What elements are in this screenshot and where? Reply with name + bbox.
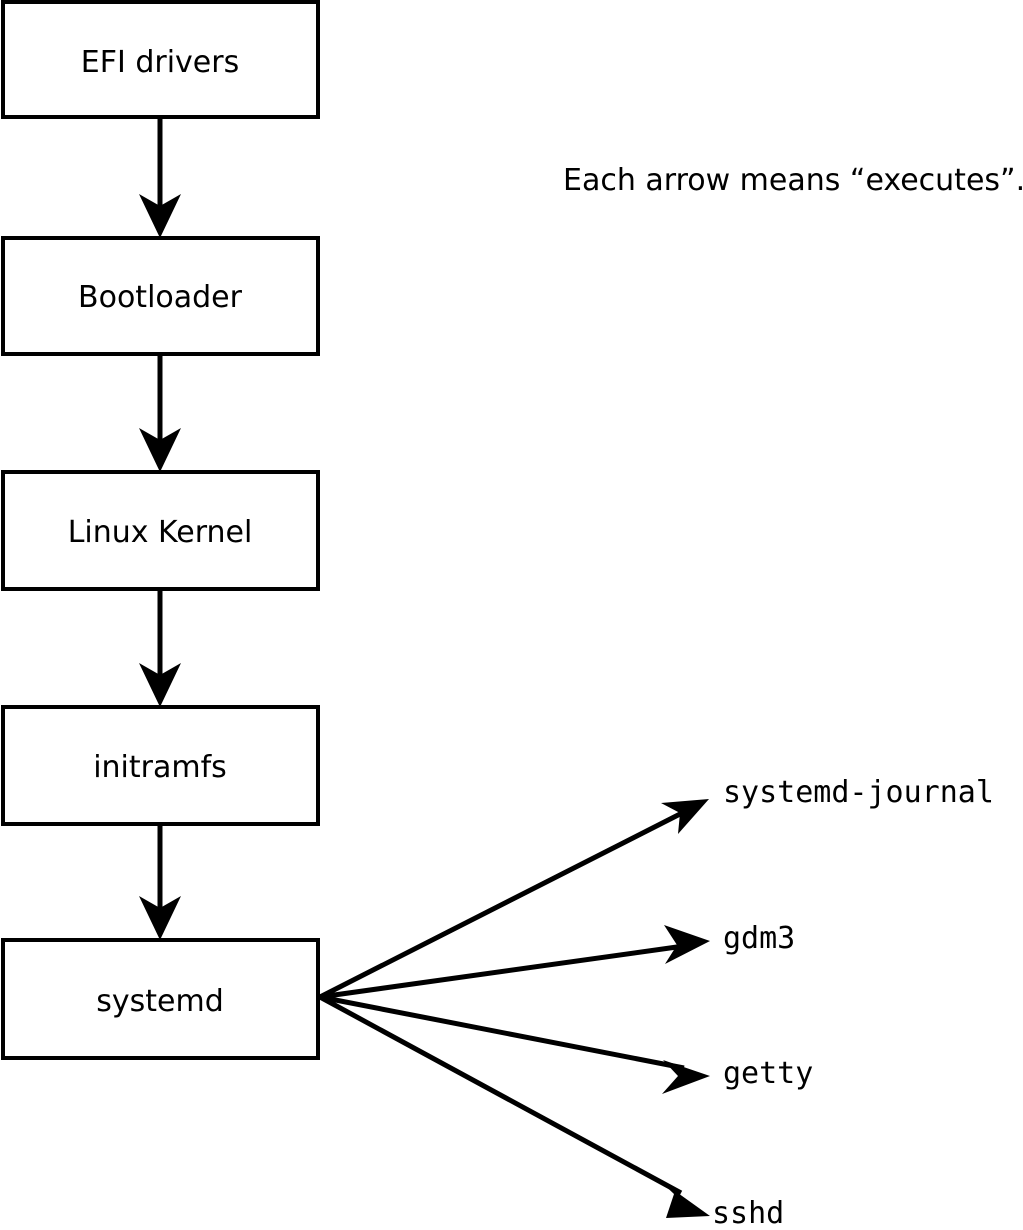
node-gdm3-label[interactable]: gdm3 xyxy=(723,921,795,956)
node-systemd-label: systemd xyxy=(96,984,224,1019)
edge-systemd-to-systemd-journal xyxy=(318,799,709,1000)
edge-systemd-to-gdm3 xyxy=(319,925,710,1000)
node-initramfs-label: initramfs xyxy=(93,750,227,785)
node-bootloader[interactable]: Bootloader xyxy=(1,236,320,356)
edge-linux-kernel-to-initramfs xyxy=(139,589,181,707)
node-linux-kernel-label: Linux Kernel xyxy=(68,515,253,550)
node-efi-drivers-label: EFI drivers xyxy=(81,45,239,80)
node-efi-drivers[interactable]: EFI drivers xyxy=(1,0,320,119)
arrowhead-icon xyxy=(139,194,181,238)
arrowhead-icon xyxy=(661,799,709,834)
arrowhead-icon xyxy=(139,663,181,707)
node-systemd-rect[interactable] xyxy=(1,938,320,1060)
edge-initramfs-to-systemd xyxy=(139,824,181,940)
edge-bootloader-to-linux-kernel xyxy=(139,354,181,472)
node-efi-drivers-rect[interactable] xyxy=(1,0,320,119)
arrowhead-icon xyxy=(662,1060,710,1094)
node-linux-kernel[interactable]: Linux Kernel xyxy=(1,470,320,591)
node-systemd-journal-label[interactable]: systemd-journal xyxy=(723,775,994,810)
node-bootloader-rect[interactable] xyxy=(1,236,320,356)
node-initramfs-rect[interactable] xyxy=(1,705,320,826)
diagram-caption: Each arrow means “executes”. xyxy=(563,163,1023,198)
edge-systemd-to-getty xyxy=(319,994,710,1094)
node-bootloader-label: Bootloader xyxy=(78,280,243,315)
edge-efi-drivers-to-bootloader xyxy=(139,119,181,238)
node-getty-label[interactable]: getty xyxy=(723,1056,813,1091)
edge-systemd-to-sshd xyxy=(318,994,710,1218)
node-initramfs[interactable]: initramfs xyxy=(1,705,320,826)
arrowhead-icon xyxy=(664,925,710,964)
node-sshd-label[interactable]: sshd xyxy=(712,1196,784,1230)
arrowhead-icon xyxy=(657,1178,710,1218)
arrowhead-icon xyxy=(139,896,181,940)
arrowhead-icon xyxy=(139,428,181,472)
node-linux-kernel-rect[interactable] xyxy=(1,470,320,591)
node-systemd[interactable]: systemd xyxy=(1,938,320,1060)
